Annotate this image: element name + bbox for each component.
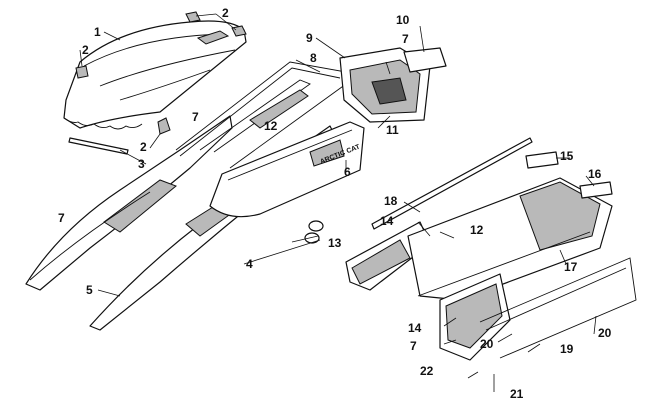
- callout-22: 22: [420, 364, 434, 378]
- strip-part-15: [525, 151, 559, 169]
- callout-4: 4: [246, 257, 253, 271]
- callout-20b: 20: [598, 326, 612, 340]
- callout-14a: 14: [380, 214, 394, 228]
- cover-part-14-lower: [439, 273, 511, 361]
- callout-1: 1: [94, 25, 101, 39]
- callout-2b: 2: [82, 43, 89, 57]
- seat-cover-part-1: [63, 20, 247, 130]
- callout-7b: 7: [192, 110, 199, 124]
- callout-16: 16: [588, 167, 602, 181]
- callout-15: 15: [560, 149, 574, 163]
- callout-18: 18: [384, 194, 398, 208]
- callout-14b: 14: [408, 321, 422, 335]
- callout-21: 21: [510, 387, 524, 401]
- rod-part-3: [68, 137, 129, 155]
- callout-12a: 12: [264, 119, 278, 133]
- callout-2c: 2: [140, 140, 147, 154]
- callout-9: 9: [306, 31, 313, 45]
- callout-20a: 20: [480, 337, 494, 351]
- callout-3: 3: [138, 157, 145, 171]
- callout-12b: 12: [470, 223, 484, 237]
- callouts: 1 2 2 2 3 4 5 6 7 7 7 7 8 9 10 11 12 12 …: [58, 6, 612, 401]
- callout-7a: 7: [402, 32, 409, 46]
- leader-lines: [79, 13, 597, 392]
- light-housing-part-9: [339, 47, 431, 123]
- callout-10: 10: [396, 13, 410, 27]
- callout-17: 17: [564, 260, 578, 274]
- callout-11: 11: [386, 123, 399, 137]
- callout-6: 6: [344, 165, 351, 179]
- lens-part-10: [403, 47, 447, 73]
- side-panel-part-6: ARCTIC CAT: [209, 121, 365, 218]
- fairing-part-17: [407, 177, 613, 301]
- clip-part-2-left: [75, 65, 89, 79]
- callout-13: 13: [328, 236, 342, 250]
- callout-5: 5: [86, 283, 93, 297]
- clip-part-2-top: [185, 11, 247, 37]
- callout-7c: 7: [58, 211, 65, 225]
- clip-part-2-lower: [157, 117, 171, 135]
- callout-2a: 2: [222, 6, 229, 20]
- callout-19: 19: [560, 342, 574, 356]
- callout-7d: 7: [410, 339, 417, 353]
- callout-8: 8: [310, 51, 317, 65]
- rail-part-18: [371, 137, 533, 230]
- strip-part-16: [579, 181, 613, 199]
- grab-bar-part-19: [479, 257, 637, 359]
- grommet-part-13: [304, 220, 324, 244]
